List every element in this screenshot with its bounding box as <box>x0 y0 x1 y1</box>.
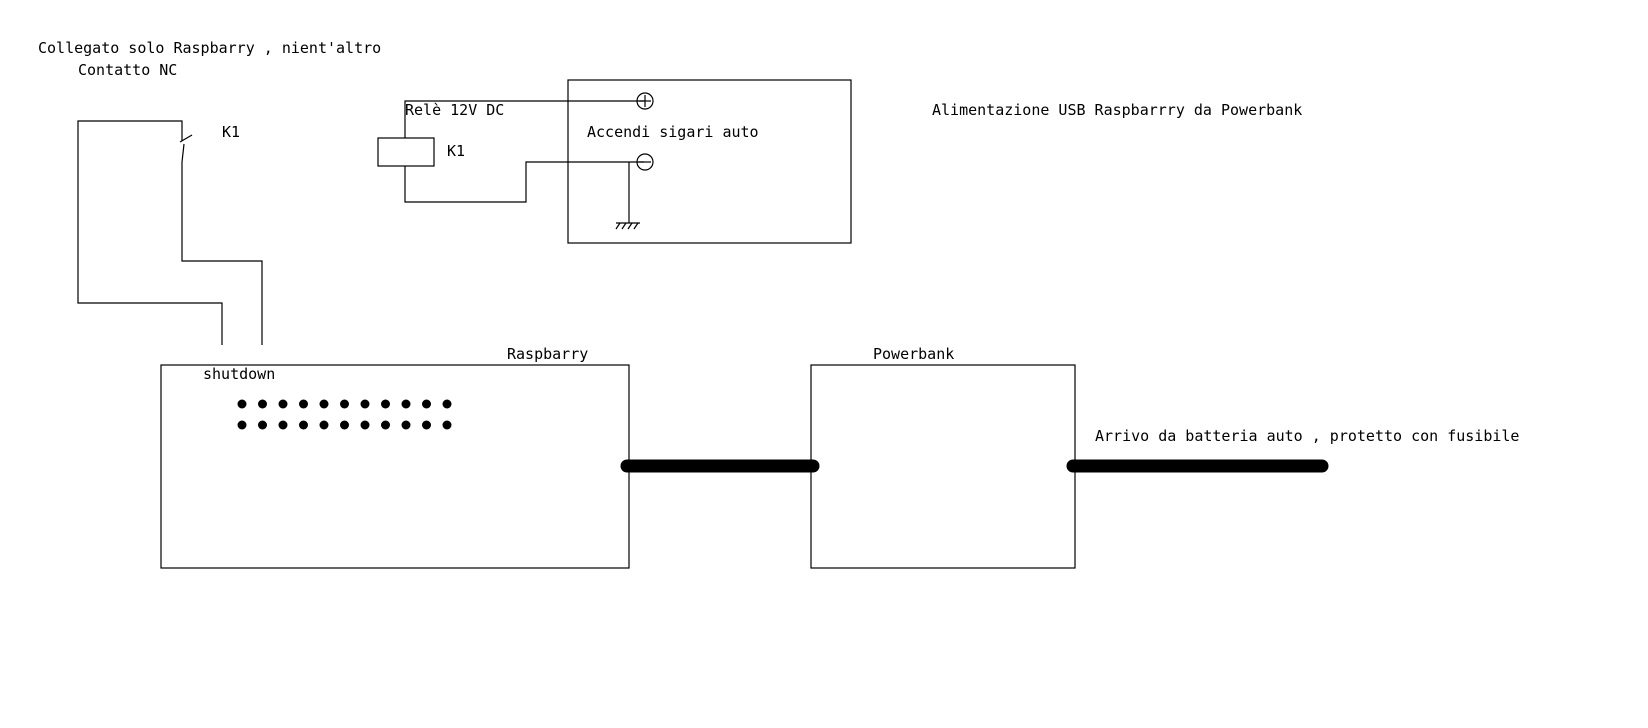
gpio-pin <box>381 420 390 430</box>
gpio-pin <box>442 399 452 409</box>
plus-terminal-icon <box>636 92 654 110</box>
gpio-pin <box>278 399 288 409</box>
usb-power-note: Alimentazione USB Raspbarrry da Powerban… <box>932 101 1302 119</box>
gpio-pin <box>319 399 329 409</box>
gpio-pin <box>237 420 247 430</box>
note-line-2: Contatto NC <box>78 61 177 79</box>
powerbank-box <box>810 364 1076 569</box>
gpio-pin <box>258 399 267 409</box>
gpio-pin <box>258 420 267 430</box>
socket-title: Accendi sigari auto <box>587 123 759 141</box>
relay-label: K1 <box>447 142 465 160</box>
switch-label: K1 <box>222 123 240 141</box>
relay-wire-plus <box>404 100 644 138</box>
relay-coil <box>377 100 644 203</box>
gpio-pin <box>401 420 411 430</box>
gpio-pin <box>299 399 308 409</box>
gpio-pin <box>360 399 370 409</box>
gpio-pin <box>401 399 411 409</box>
gpio-pin <box>381 399 390 409</box>
gpio-pin <box>299 420 308 430</box>
gpio-header <box>237 399 452 430</box>
switch-wire-left <box>77 120 223 345</box>
gpio-pin <box>442 420 452 430</box>
gpio-pin <box>278 420 288 430</box>
cigarette-lighter-socket-box <box>567 79 852 244</box>
powerbank-title: Powerbank <box>873 345 954 363</box>
gpio-pin <box>319 420 329 430</box>
switch-blade <box>181 143 185 163</box>
raspberry-box <box>160 364 630 569</box>
gpio-pin <box>422 420 431 430</box>
relay-coil-box <box>377 137 435 167</box>
gpio-pin <box>422 399 431 409</box>
raspberry-title: Raspbarry <box>507 345 588 363</box>
minus-terminal-icon <box>636 153 654 171</box>
relay-wire-minus <box>404 161 644 203</box>
switch-tick <box>179 134 193 143</box>
ground-icon <box>615 162 640 230</box>
gpio-pin <box>237 399 247 409</box>
nc-contact-switch <box>77 120 263 345</box>
gpio-pin <box>340 399 349 409</box>
switch-wire-right <box>181 162 263 345</box>
battery-note: Arrivo da batteria auto , protetto con f… <box>1095 427 1519 445</box>
note-line-1: Collegato solo Raspbarry , nient'altro <box>38 39 381 57</box>
gpio-pin <box>340 420 349 430</box>
shutdown-label: shutdown <box>203 365 275 383</box>
gpio-pin <box>360 420 370 430</box>
relay-title: Relè 12V DC <box>405 101 504 119</box>
